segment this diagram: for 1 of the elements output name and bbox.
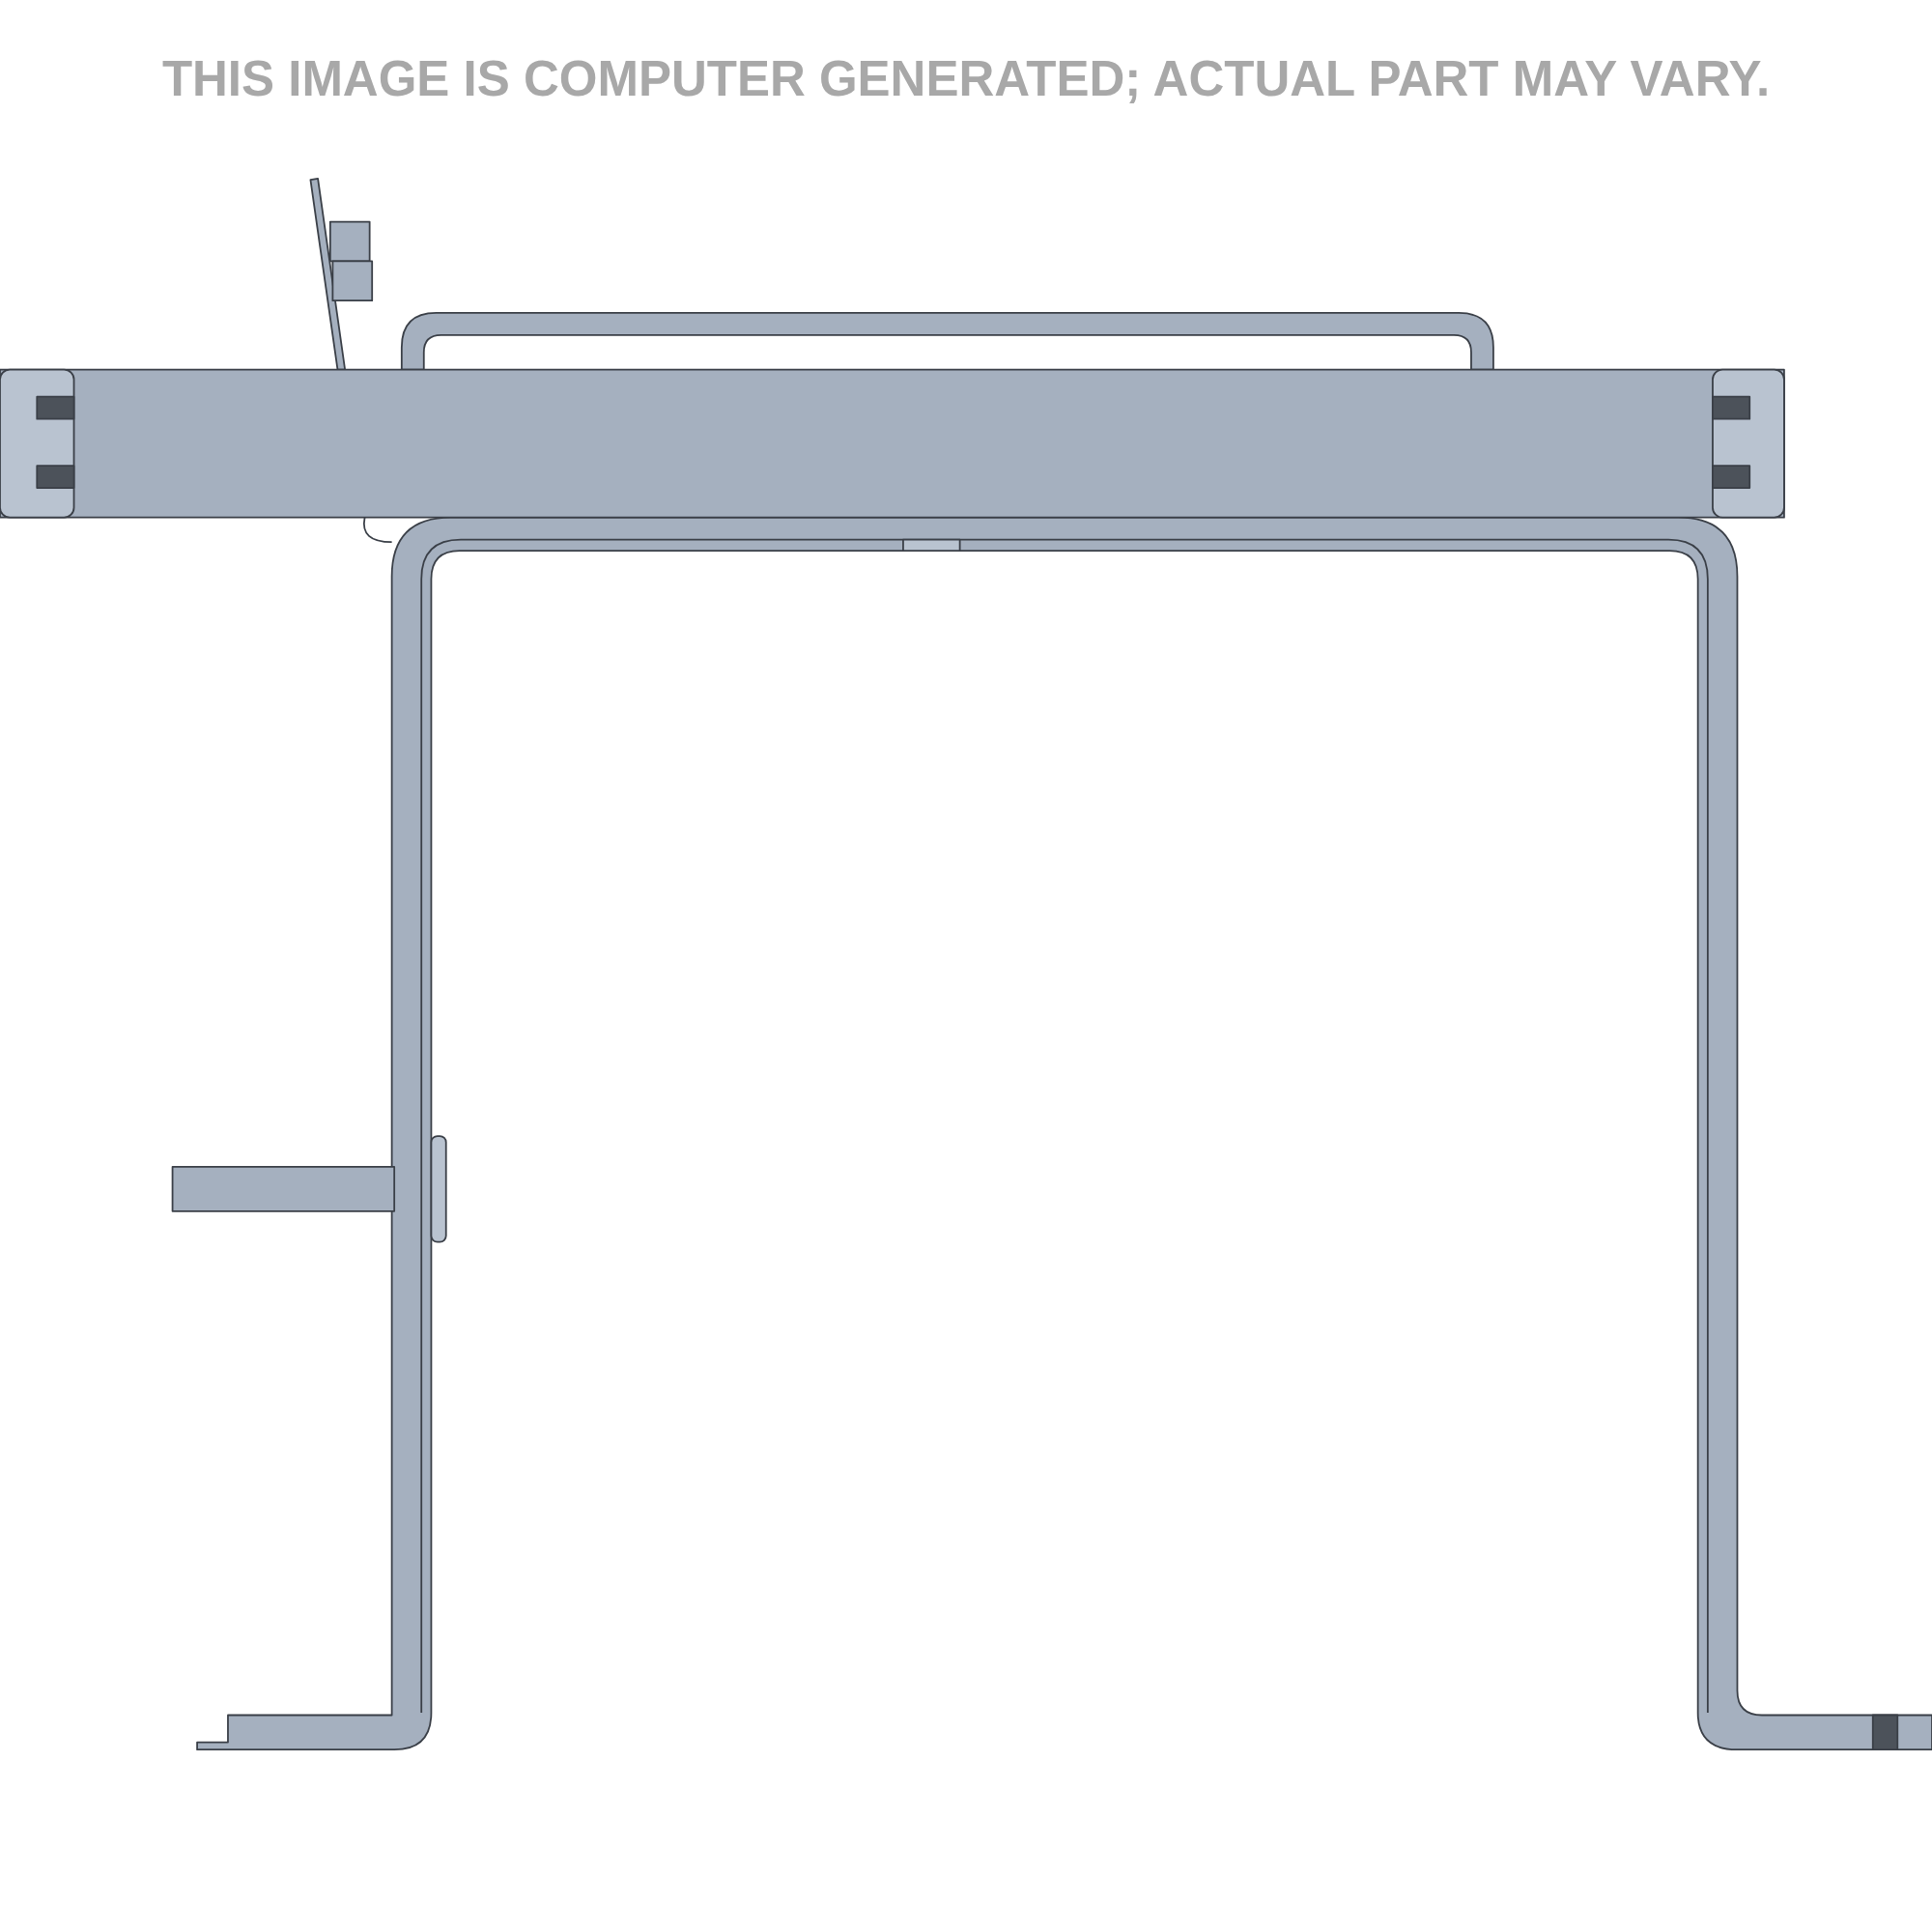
- disclaimer-note: THIS IMAGE IS COMPUTER GENERATED; ACTUAL PART MAY VARY.: [160, 50, 1772, 107]
